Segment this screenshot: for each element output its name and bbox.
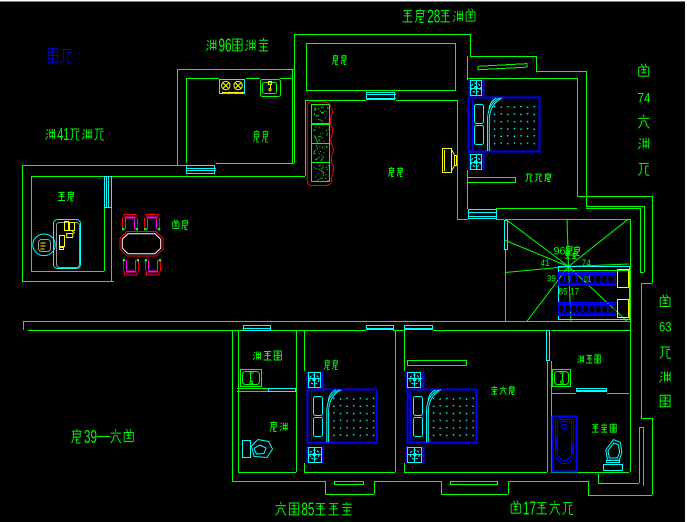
svg-text:39: 39 [84, 426, 97, 447]
svg-text:96: 96 [554, 246, 566, 258]
svg-text:85: 85 [559, 287, 568, 298]
svg-text:17: 17 [523, 498, 536, 519]
svg-text:41: 41 [540, 258, 549, 269]
svg-text:39: 39 [547, 274, 556, 285]
svg-text:41: 41 [57, 124, 69, 144]
svg-text:74: 74 [638, 91, 651, 106]
svg-text:17: 17 [570, 287, 579, 298]
svg-text:85: 85 [301, 499, 314, 520]
svg-text:96: 96 [219, 35, 232, 56]
svg-text:74: 74 [582, 258, 591, 269]
svg-text:01: 01 [584, 274, 591, 284]
svg-text:63: 63 [659, 319, 672, 334]
svg-text:28: 28 [427, 6, 440, 27]
